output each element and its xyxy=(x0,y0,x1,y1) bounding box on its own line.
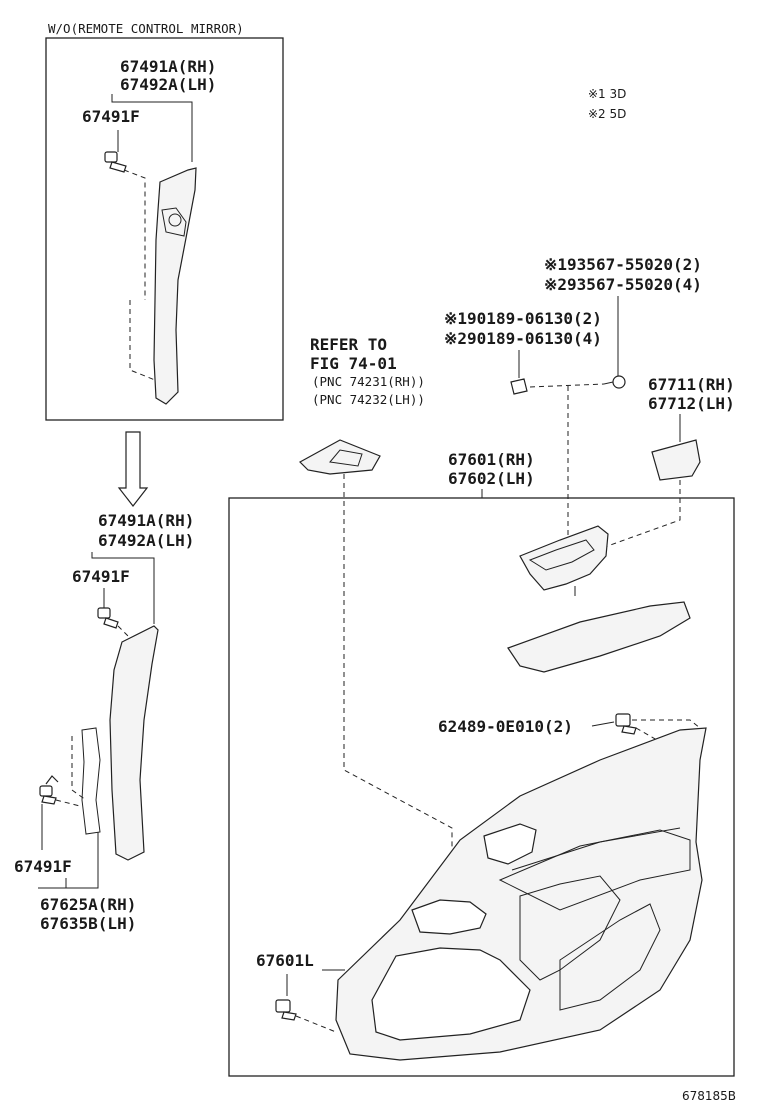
cover-label-rh: 67711(RH) xyxy=(648,375,735,394)
inset-label-clip: 67491F xyxy=(82,107,140,126)
mirror-switch-part xyxy=(299,439,381,475)
refer-line-1: REFER TO xyxy=(310,335,387,354)
screw-label-2: ※293567-55020(4) xyxy=(544,275,702,294)
cover-part xyxy=(651,439,701,481)
armrest-part xyxy=(507,601,691,673)
pillar-leader xyxy=(91,552,155,624)
pillar-clip-label: 67491F xyxy=(72,567,130,586)
pillar-clip-icon xyxy=(97,607,119,629)
diagram-code: 678185B xyxy=(682,1089,736,1103)
inset-leader-a xyxy=(111,94,193,162)
inset-label-lh: 67492A(LH) xyxy=(120,75,216,94)
inset-label-rh: 67491A(RH) xyxy=(120,57,216,76)
bracket-label-rh: 67625A(RH) xyxy=(40,895,136,914)
board-clip-label: 67601L xyxy=(256,951,314,970)
door-trim-board-part xyxy=(335,727,707,1061)
screw-icon xyxy=(603,375,626,389)
fastener-icon xyxy=(615,713,637,735)
inset-title: W/O(REMOTE CONTROL MIRROR) xyxy=(48,21,244,36)
board-label-rh: 67601(RH) xyxy=(448,450,535,469)
board-clip-dash-guide xyxy=(295,1015,337,1033)
clip-label-1: ※190189-06130(2) xyxy=(444,309,602,328)
bracket-part xyxy=(71,727,101,835)
bracket-leader xyxy=(38,832,99,889)
inset-dash-guide xyxy=(123,169,156,381)
screw-dash-guide xyxy=(529,383,605,549)
fastener-dash-guide xyxy=(632,719,701,745)
bracket-label-lh: 67635B(LH) xyxy=(40,914,136,933)
board-assembly-frame xyxy=(228,497,735,1077)
down-arrow-icon xyxy=(117,431,149,507)
switch-base-part xyxy=(519,525,609,596)
cover-dash-guide xyxy=(601,480,681,549)
lower-clip-dash-guide xyxy=(55,799,81,807)
lower-clip-label: 67491F xyxy=(14,857,72,876)
legend-note-2: ※2 5D xyxy=(588,107,626,121)
inset-clip-icon xyxy=(104,151,127,173)
inset-frame xyxy=(45,37,284,421)
pillar-garnish-part xyxy=(109,625,159,861)
mirror-dash-guide xyxy=(343,474,453,904)
fastener-label: 62489-0E010(2) xyxy=(438,717,573,736)
pillar-label-rh: 67491A(RH) xyxy=(98,511,194,530)
legend-note-1: ※1 3D xyxy=(588,87,626,101)
fastener-leader xyxy=(591,721,615,727)
refer-line-3: (PNC 74231(RH)) xyxy=(312,374,425,389)
refer-line-4: (PNC 74232(LH)) xyxy=(312,392,425,407)
board-label-lh: 67602(LH) xyxy=(448,469,535,488)
refer-line-2: FIG 74-01 xyxy=(310,354,397,373)
board-clip-icon xyxy=(275,999,297,1021)
pillar-dash-guide xyxy=(117,625,133,641)
clip-label-2: ※290189-06130(4) xyxy=(444,329,602,348)
screw-label-1: ※193567-55020(2) xyxy=(544,255,702,274)
clip-icon xyxy=(510,378,528,395)
cover-label-lh: 67712(LH) xyxy=(648,394,735,413)
pillar-label-lh: 67492A(LH) xyxy=(98,531,194,550)
inset-pillar-garnish xyxy=(153,167,197,405)
lower-clip-icon xyxy=(39,775,59,805)
